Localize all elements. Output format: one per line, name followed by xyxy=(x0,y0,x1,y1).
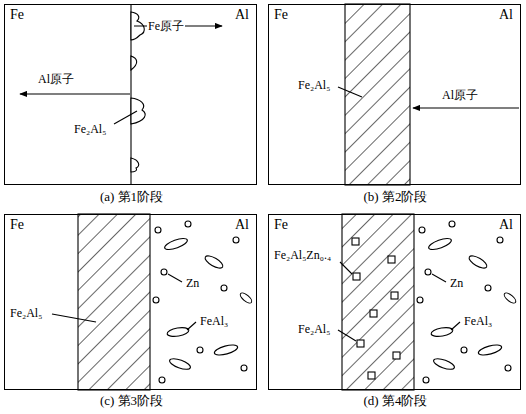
metal-label: Fe xyxy=(9,217,25,233)
zn-particle xyxy=(425,269,431,275)
stage-b-illustration xyxy=(338,4,519,185)
leader-line xyxy=(338,330,356,341)
leader-line xyxy=(187,322,196,330)
ternary-phase-particle xyxy=(368,372,375,379)
stage-caption: (b) 第2阶段 xyxy=(269,190,522,205)
stage-caption: (c) 第3阶段 xyxy=(5,394,258,409)
ternary-phase-particle xyxy=(352,238,359,245)
stage-panel: FeAlFe₂Al₅Al原子(b) 第2阶段 xyxy=(268,4,521,185)
stage-panel: FeAlFe₂Al₅ZnFeAl₃(c) 第3阶段 xyxy=(4,214,257,390)
leader-line xyxy=(340,262,352,274)
stage-panel: FeAlFe原子Al原子Fe₂Al₅(a) 第1阶段 xyxy=(4,4,257,185)
fe2al5-nucleus xyxy=(131,98,145,124)
zn-particle xyxy=(449,221,455,227)
atom-label: Fe原子 xyxy=(147,20,185,34)
zn-particle xyxy=(419,227,425,233)
feal3-phase xyxy=(503,291,518,305)
phase-label: Zn xyxy=(449,277,464,291)
atom-label: Al原子 xyxy=(37,73,75,87)
ternary-phase-particle xyxy=(393,352,400,359)
diffusion-arrow xyxy=(20,93,130,94)
fe2al5-nucleus xyxy=(131,158,139,172)
phase-label: FeAl₃ xyxy=(463,315,493,329)
ternary-phase-particle xyxy=(353,273,360,280)
atom-label: Al原子 xyxy=(441,89,479,103)
diffusion-arrow xyxy=(413,107,519,108)
phase-label: Fe₂Al₅ xyxy=(297,79,331,93)
zn-particle xyxy=(221,285,227,291)
stage-caption: (a) 第1阶段 xyxy=(5,190,258,205)
zn-particle xyxy=(159,377,165,383)
metal-label: Al xyxy=(498,7,514,23)
feal3-phase xyxy=(477,343,502,357)
ternary-phase-particle xyxy=(357,340,364,347)
feal3-phase xyxy=(168,356,191,371)
stage-d-illustration xyxy=(338,214,517,390)
phase-label: Zn xyxy=(185,277,200,291)
zn-particle xyxy=(241,365,247,371)
feal3-phase xyxy=(163,236,188,252)
metal-label: Al xyxy=(234,7,250,23)
zn-particle xyxy=(161,269,167,275)
stage-a-illustration xyxy=(20,4,222,185)
feal3-phase xyxy=(430,326,453,338)
zn-particle xyxy=(233,237,239,243)
metal-label: Al xyxy=(234,217,250,233)
zn-particle xyxy=(423,377,429,383)
ternary-phase-particle xyxy=(391,292,398,299)
stage-caption: (d) 第4阶段 xyxy=(269,394,522,409)
zn-particle xyxy=(417,297,423,303)
phase-label: Fe₂Al₅ xyxy=(73,123,107,137)
phase-label: Fe₂Al₅ xyxy=(297,323,331,337)
feal3-phase xyxy=(467,254,488,271)
feal3-phase xyxy=(427,236,452,252)
feal3-phase xyxy=(203,254,224,271)
zn-particle xyxy=(197,347,203,353)
fe2al5-nucleus xyxy=(131,56,137,70)
feal3-phase xyxy=(166,326,189,338)
zn-particle xyxy=(485,285,491,291)
fe2al5-layer xyxy=(342,214,414,390)
leader-line xyxy=(338,87,362,97)
ternary-phase-particle xyxy=(370,310,377,317)
zn-particle xyxy=(497,237,503,243)
leader-line xyxy=(114,111,137,124)
leader-line xyxy=(451,322,460,330)
zn-particle xyxy=(153,297,159,303)
zn-particle xyxy=(155,227,161,233)
feal3-phase xyxy=(239,291,254,305)
zn-particle xyxy=(461,347,467,353)
phase-label: FeAl₃ xyxy=(199,315,229,329)
stage-panel: FeAlFe₂Al₅Zn₀.₄Fe₂Al₅ZnFeAl₃(d) 第4阶段 xyxy=(268,214,521,390)
metal-label: Fe xyxy=(273,217,289,233)
leader-line xyxy=(168,274,182,282)
metal-label: Al xyxy=(498,217,514,233)
phase-label: Fe₂Al₅ xyxy=(9,307,43,321)
zn-particle xyxy=(185,221,191,227)
leader-line xyxy=(432,274,446,282)
feal3-phase xyxy=(432,356,455,371)
stage-c-illustration xyxy=(52,214,253,390)
ternary-phase-particle xyxy=(388,256,395,263)
feal3-phase xyxy=(213,343,238,357)
fe2al5-layer xyxy=(78,214,150,390)
zn-particle xyxy=(505,365,511,371)
metal-label: Fe xyxy=(273,7,289,23)
metal-label: Fe xyxy=(9,7,25,23)
leader-line xyxy=(52,314,96,322)
phase-label: Fe₂Al₅Zn₀.₄ xyxy=(273,249,332,263)
